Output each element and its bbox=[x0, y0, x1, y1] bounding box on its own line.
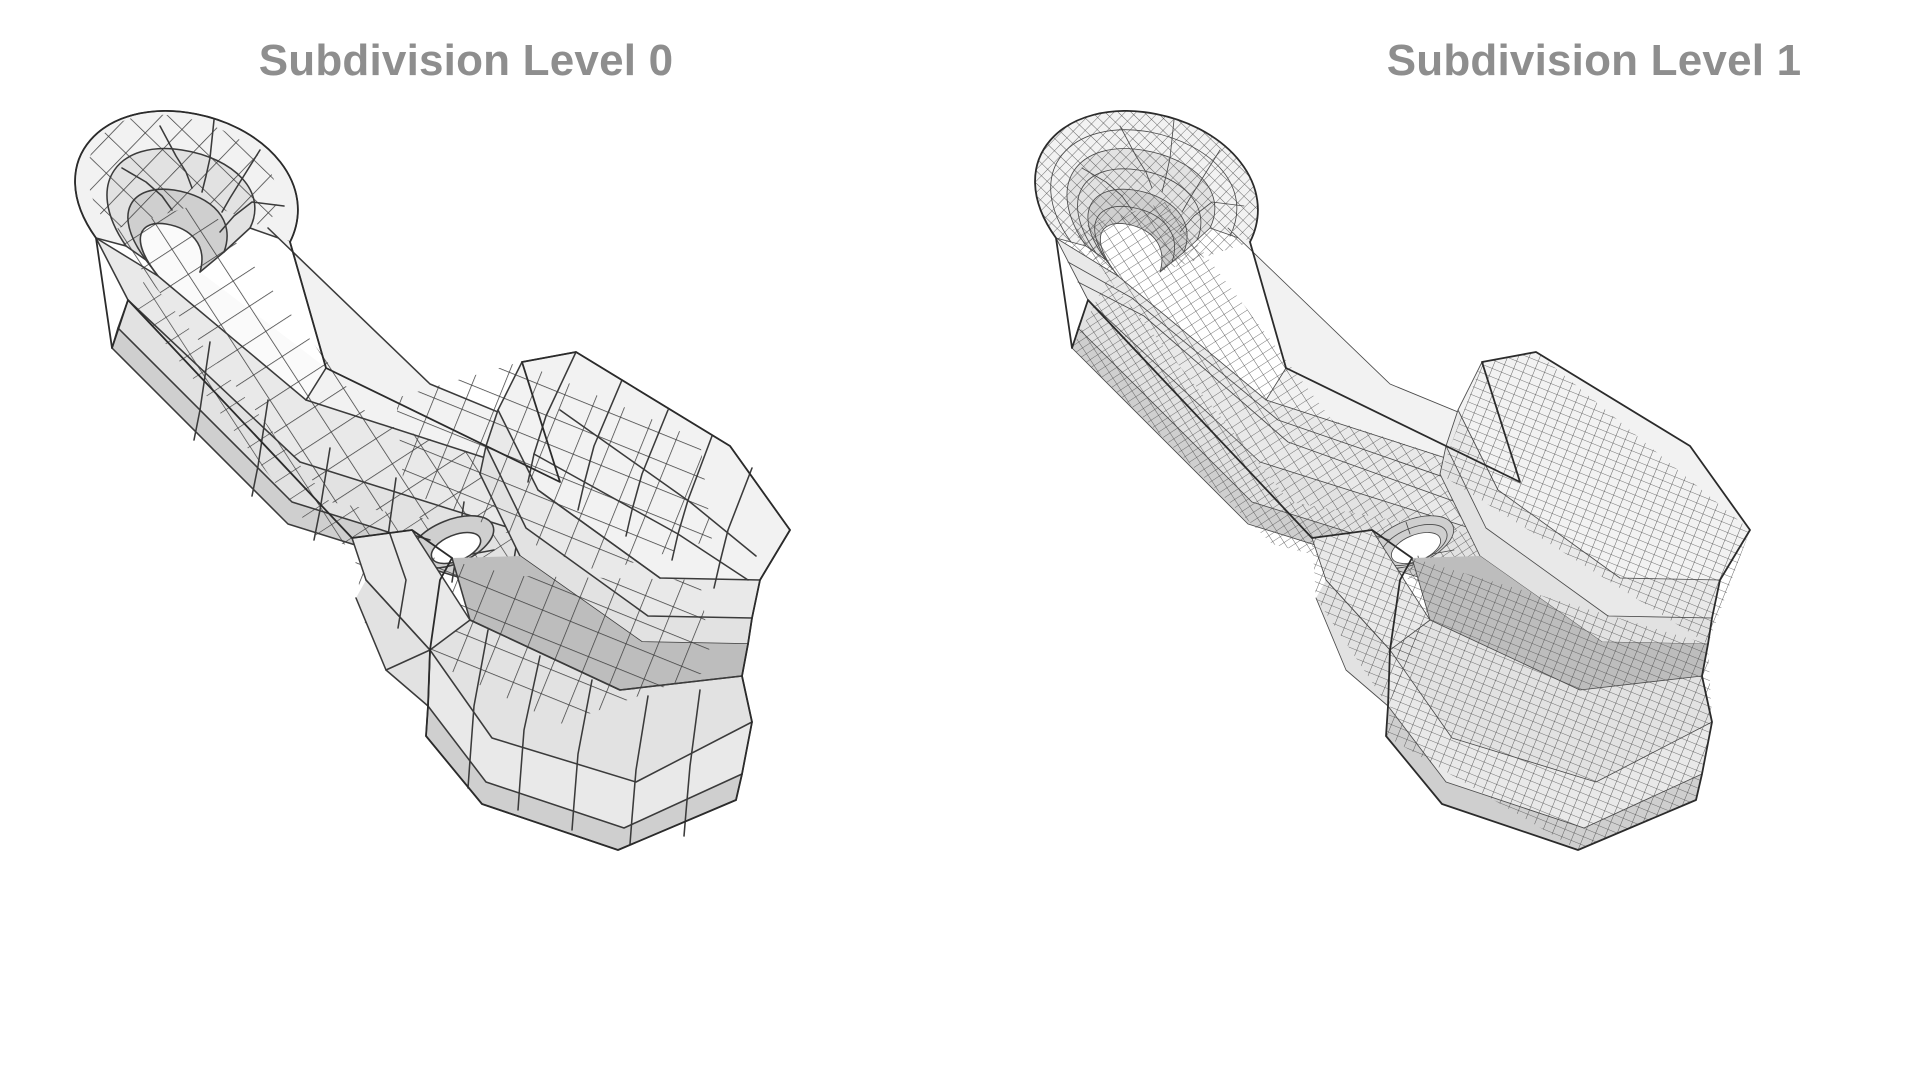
viewport-left bbox=[0, 110, 960, 950]
panel-subdivision-level-0: Subdivision Level 0 bbox=[0, 36, 960, 950]
wireframe-model-level-0 bbox=[74, 110, 791, 851]
viewport-right bbox=[960, 110, 1920, 950]
strap-longitudinal-right bbox=[1067, 261, 1517, 523]
wireframe-model-level-1 bbox=[1034, 110, 1751, 851]
pivot-pin-right bbox=[1369, 515, 1455, 569]
panel-title-left: Subdivision Level 0 bbox=[258, 36, 674, 85]
panel-title-right: Subdivision Level 1 bbox=[1386, 36, 1802, 85]
model-silhouette-right bbox=[1034, 110, 1751, 851]
slider-body-right bbox=[1385, 556, 1713, 851]
model-silhouette-left bbox=[74, 110, 791, 851]
panel-subdivision-level-1: Subdivision Level 1 bbox=[960, 0, 1920, 1080]
